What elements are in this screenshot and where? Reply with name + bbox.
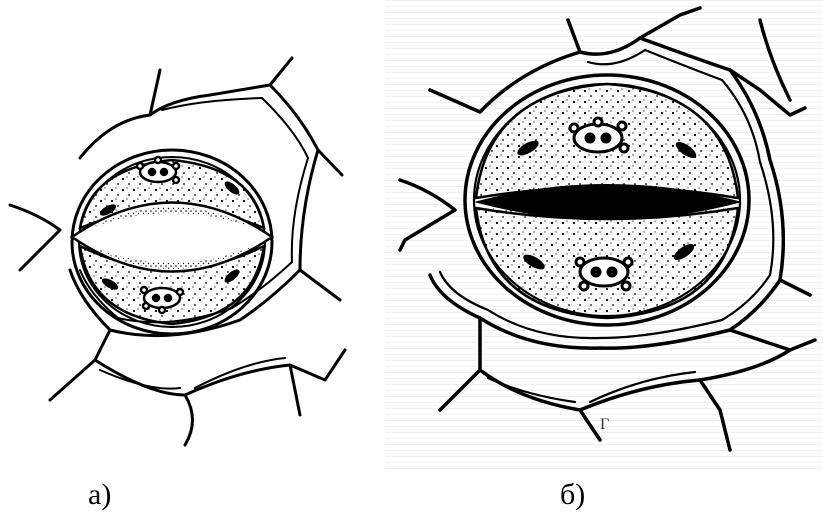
cell-wall xyxy=(195,358,285,388)
cell-wall xyxy=(300,150,340,300)
cell-wall xyxy=(80,115,150,158)
panel-label-a: а) xyxy=(88,478,111,512)
nucleus xyxy=(576,258,632,290)
cell-wall xyxy=(10,205,60,270)
cell-wall xyxy=(95,360,193,445)
cell-wall xyxy=(185,350,345,395)
stray-mark: Г xyxy=(600,416,609,434)
panel-b-guard-cells xyxy=(476,84,738,318)
panel-label-b: б) xyxy=(560,478,585,512)
cell-wall xyxy=(290,365,300,415)
